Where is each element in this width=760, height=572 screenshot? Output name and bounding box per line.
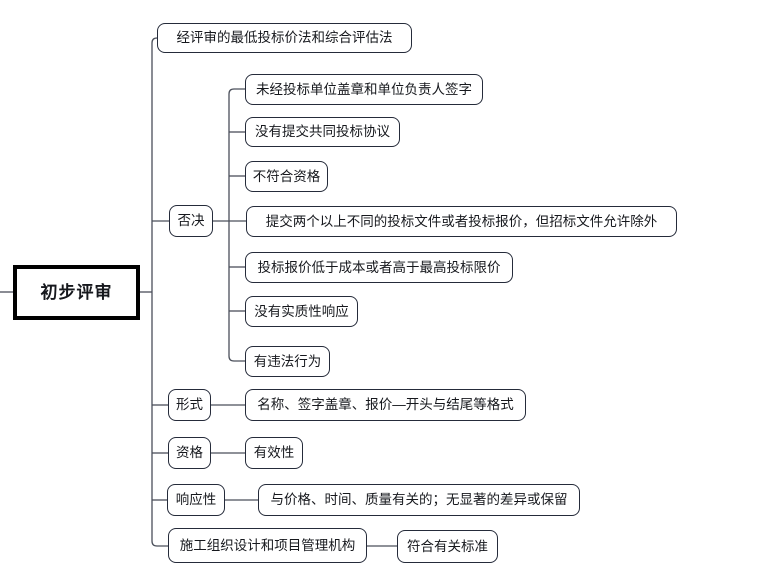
rejection-item-unqualified: 不符合资格 [245, 161, 328, 192]
rejection-item-no-seal-signature: 未经投标单位盖章和单位负责人签字 [245, 74, 483, 105]
branch-qualification: 资格 [168, 437, 211, 469]
qualification-detail: 有效性 [245, 437, 303, 469]
construction-org-detail: 符合有关标准 [397, 530, 498, 563]
branch-responsiveness: 响应性 [167, 484, 225, 516]
rejection-item-price-limits: 投标报价低于成本或者高于最高投标限价 [245, 252, 513, 283]
branch-rejection: 否决 [169, 205, 213, 237]
branch-form: 形式 [168, 389, 211, 421]
rejection-item-multiple-bids: 提交两个以上不同的投标文件或者投标报价，但招标文件允许除外 [246, 206, 677, 237]
branch-evaluation-methods: 经评审的最低投标价法和综合评估法 [157, 23, 412, 53]
responsiveness-detail: 与价格、时间、质量有关的；无显著的差异或保留 [258, 484, 580, 516]
rejection-item-no-joint-bid-agreement: 没有提交共同投标协议 [245, 117, 400, 147]
branch-construction-org: 施工组织设计和项目管理机构 [168, 528, 367, 563]
rejection-item-no-substantive-response: 没有实质性响应 [245, 296, 358, 327]
root-node: 初步评审 [13, 265, 140, 320]
form-detail: 名称、签字盖章、报价—开头与结尾等格式 [245, 389, 526, 421]
rejection-item-illegal-behavior: 有违法行为 [245, 346, 330, 377]
